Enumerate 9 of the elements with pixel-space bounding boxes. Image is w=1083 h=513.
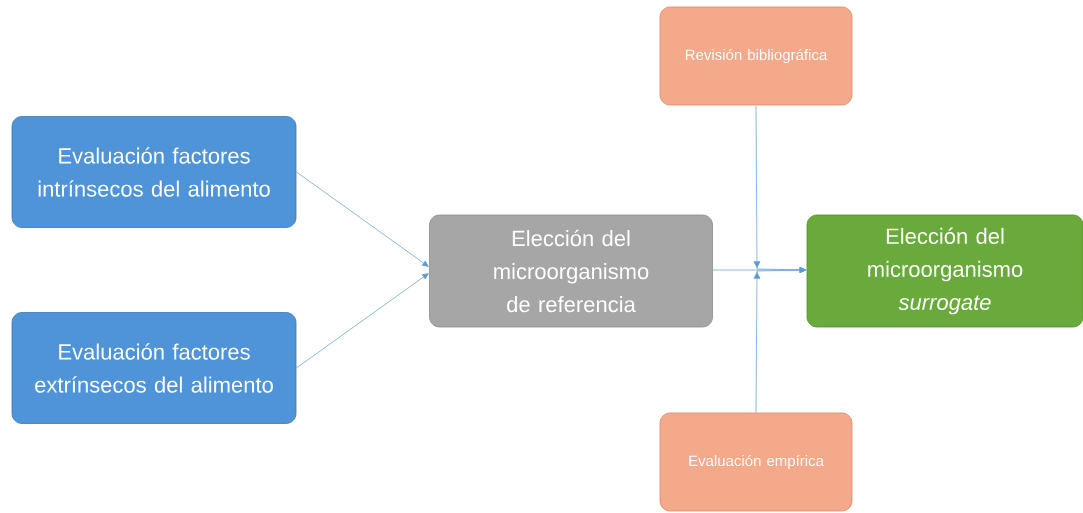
process-box: Evaluación empírica [659,412,853,512]
process-box: Elección del microorganismo de referencia [429,214,713,328]
process-box: Evaluación factores extrínsecos del alimento [11,312,297,424]
process-box: Evaluación factores intrínsecos del alimento [11,116,297,228]
arrow [296,273,429,369]
arrow [296,171,429,267]
process-box: Elección del microorganismo surrogate [806,214,1083,328]
process-box: Revisión bibliográfica [659,6,853,106]
arrow [753,267,807,413]
